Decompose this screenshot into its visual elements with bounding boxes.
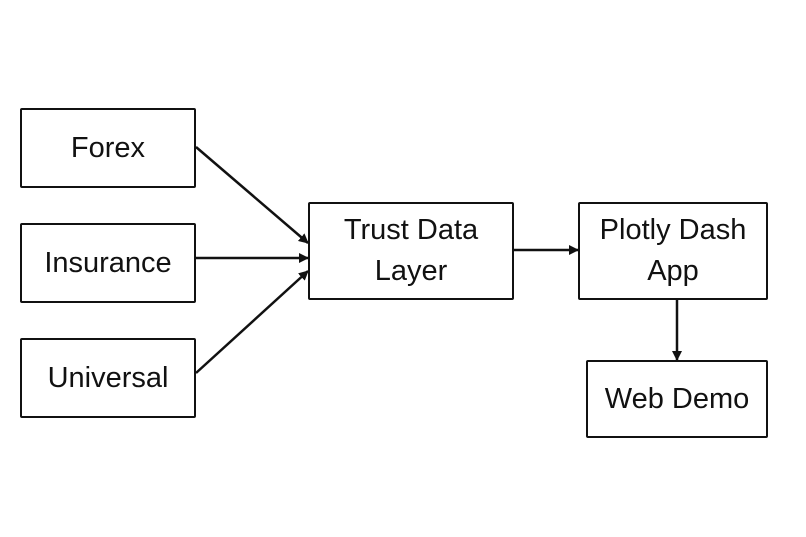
- node-plotly-dash-app: Plotly Dash App: [578, 202, 768, 300]
- node-insurance: Insurance: [20, 223, 196, 303]
- node-plotly-dash-app-label-line1: Plotly Dash: [599, 214, 747, 246]
- node-trust-data-layer: Trust Data Layer: [308, 202, 514, 300]
- node-forex-label: Forex: [70, 131, 146, 164]
- node-trust-data-layer-label-line2: Layer: [374, 255, 448, 287]
- node-web-demo: Web Demo: [586, 360, 768, 438]
- node-forex: Forex: [20, 108, 196, 188]
- edge-forex-to-trust-data-layer: [195, 146, 309, 244]
- node-universal: Universal: [20, 338, 196, 418]
- node-plotly-dash-app-label-line2: App: [647, 255, 699, 287]
- node-web-demo-label: Web Demo: [604, 382, 750, 415]
- node-universal-label: Universal: [47, 361, 169, 394]
- node-trust-data-layer-label-line1: Trust Data: [343, 214, 479, 246]
- node-insurance-label: Insurance: [44, 246, 172, 279]
- edge-universal-to-trust-data-layer: [195, 270, 309, 374]
